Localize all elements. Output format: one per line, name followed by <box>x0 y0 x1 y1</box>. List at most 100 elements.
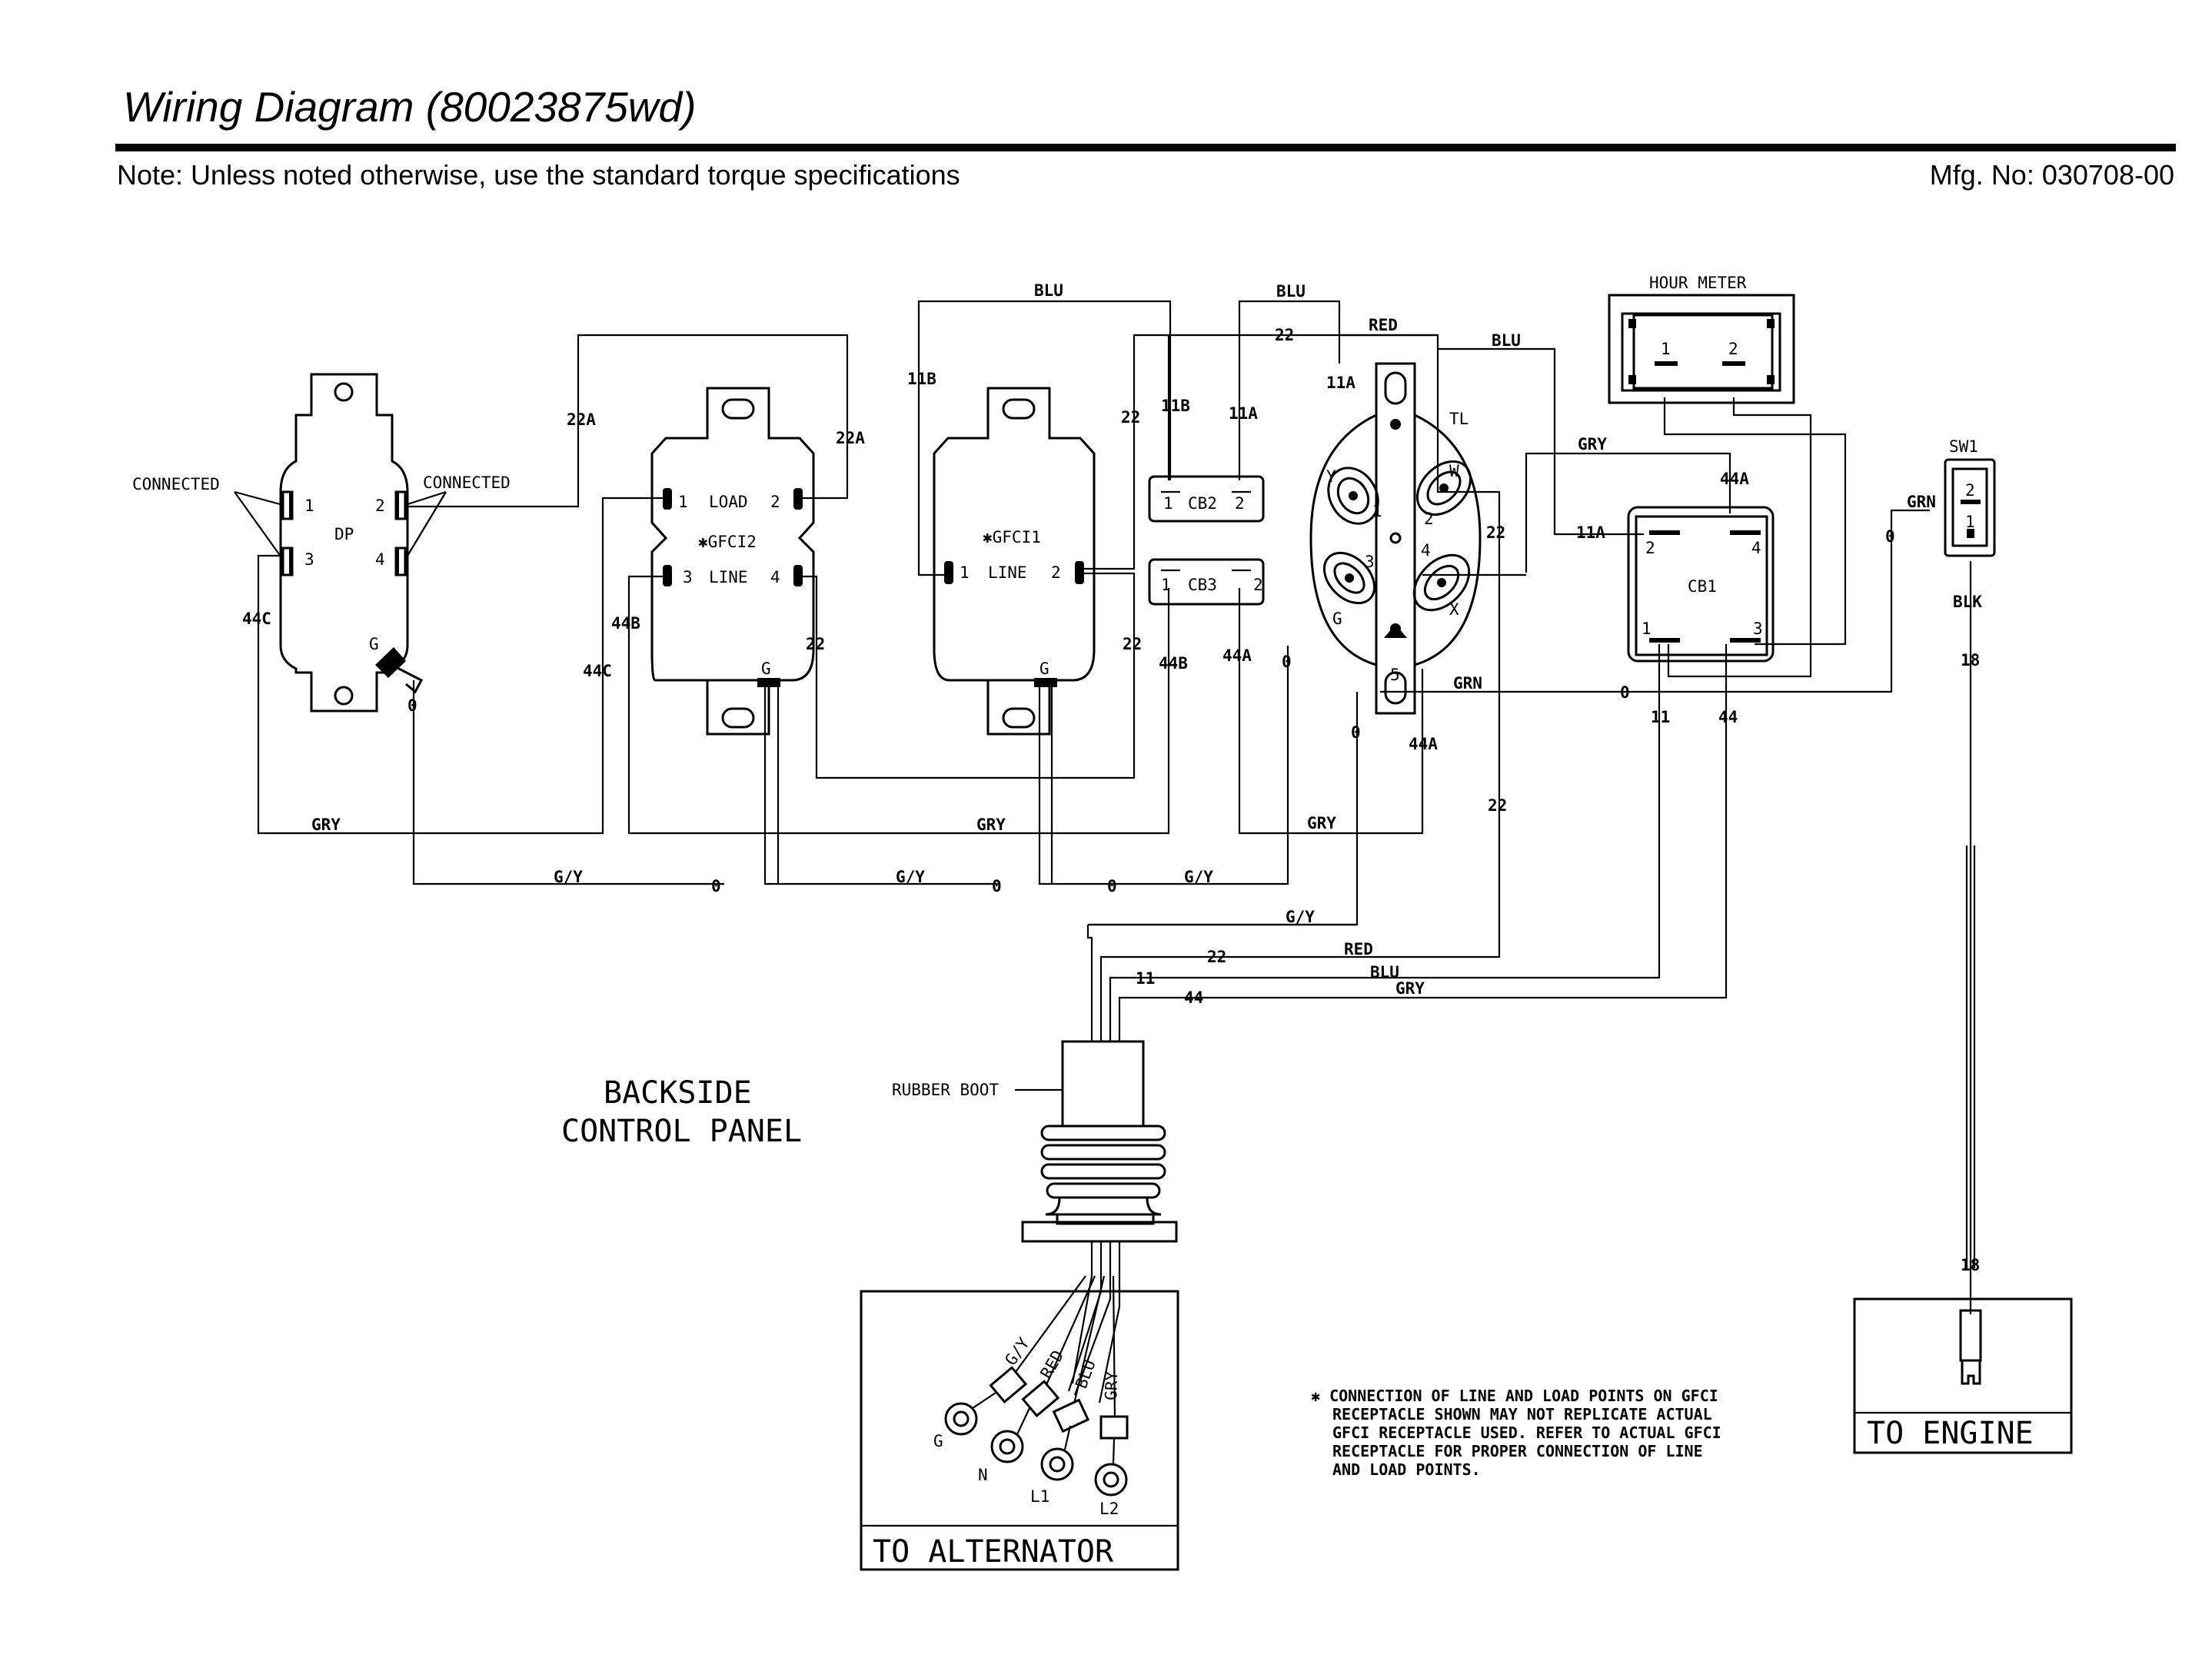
tl-pin-5: 5 <box>1390 666 1400 684</box>
wire-label-blk: BLK <box>1953 593 1982 611</box>
tl-receptacle: TL Y W G X 1 2 3 4 5 <box>1309 362 1482 715</box>
title-rule <box>115 144 2176 151</box>
wires <box>257 300 1976 1314</box>
cb2-name: CB2 <box>1188 494 1217 513</box>
wire-label-11b-b: 11B <box>1161 397 1190 415</box>
wire-label-44b-a: 44B <box>611 614 640 633</box>
mfg-number: Mfg. No: 030708-00 <box>1930 159 2174 191</box>
cb3-pin-1: 1 <box>1161 576 1171 594</box>
tl-pin-4: 4 <box>1421 541 1431 560</box>
sw1-switch: SW1 2 1 <box>1944 437 1996 557</box>
sw1-pin-1: 1 <box>1965 513 1975 531</box>
wire-label-44a-b: 44A <box>1409 735 1438 753</box>
wire-label-gry-e: GRY <box>1395 979 1425 998</box>
gfci2-pin-4: 4 <box>770 568 780 586</box>
cb3-name: CB3 <box>1188 576 1217 594</box>
gfci1-name: ✱GFCI1 <box>983 528 1041 546</box>
wire-label-22a-right: 22A <box>836 429 865 447</box>
dp-ground: G <box>369 635 379 653</box>
to-alternator-label: TO ALTERNATOR <box>873 1534 1114 1570</box>
wire-label-44c-b: 44C <box>583 662 612 680</box>
wire-label-gry-a: GRY <box>311 816 341 834</box>
gfci2-ground: G <box>761 659 771 678</box>
engine-box: TO ENGINE <box>1853 1297 2073 1454</box>
alt-wire-gy: G/Y <box>1001 1334 1033 1369</box>
tl-name: TL <box>1449 410 1469 428</box>
wire-label-11-horizontal: 11 <box>1136 969 1155 988</box>
wire-label-0-d: 0 <box>1107 877 1117 895</box>
hour-meter-pin-2: 2 <box>1728 340 1738 358</box>
wire-label-22-e: 22 <box>1486 523 1505 542</box>
wire-label-blu-a: BLU <box>1034 281 1063 300</box>
cb1-pin-2: 2 <box>1645 539 1655 557</box>
wire-label-44c-a: 44C <box>242 610 271 628</box>
wire-label-22-c: 22 <box>1123 635 1142 653</box>
wire-label-22-g: 22 <box>1207 948 1226 966</box>
wire-label-red-b: RED <box>1344 940 1373 958</box>
gfci1-pin-2: 2 <box>1051 563 1061 582</box>
wire-label-11b-a: 11B <box>907 370 936 388</box>
wire-label-0-g: 0 <box>1620 683 1630 702</box>
to-engine-label: TO ENGINE <box>1867 1416 2034 1451</box>
gfci2-name: ✱GFCI2 <box>698 533 757 551</box>
gfci-footnote: ✱ CONNECTION OF LINE AND LOAD POINTS ON … <box>1311 1387 1721 1479</box>
alt-wire-gry: GRY <box>1102 1370 1121 1400</box>
wire-label-blu-d: BLU <box>1370 963 1399 982</box>
wire-label-11a-a: 11A <box>1229 404 1258 423</box>
wire-label-44b-b: 44B <box>1159 654 1188 673</box>
tl-x: X <box>1449 600 1459 619</box>
alternator-box: TO ALTERNATOR G N L1 L2 G/Y RED BLU GRY <box>860 1275 1179 1571</box>
wire-label-11: 11 <box>1651 708 1670 726</box>
wire-label-gy-d: G/Y <box>1286 908 1315 926</box>
tl-pin-1: 1 <box>1372 502 1382 520</box>
wire-label-44a-c: 44A <box>1720 470 1749 488</box>
tl-w: W <box>1449 462 1459 480</box>
cb2-pin-2: 2 <box>1235 494 1245 513</box>
gfci2-pin-2: 2 <box>770 493 780 511</box>
gfci2-line-label: LINE <box>709 568 748 586</box>
wire-label-red-a: RED <box>1369 316 1398 334</box>
alt-wire-red: RED <box>1037 1347 1068 1382</box>
gfci2-receptacle: 1 LOAD 2 ✱GFCI2 3 LINE 4 G <box>650 387 815 736</box>
wire-label-blu-b: BLU <box>1276 282 1306 301</box>
wire-label-22-f: 22 <box>1488 796 1507 815</box>
page-title: Wiring Diagram (80023875wd) <box>123 83 696 131</box>
gfci2-load-label: LOAD <box>709 493 748 511</box>
wire-label-0-h: 0 <box>1885 527 1895 546</box>
dp-receptacle: 1 3 2 4 DP G CONNECTED CONNECTED <box>132 373 511 713</box>
hour-meter-pin-1: 1 <box>1661 340 1671 358</box>
wire-label-22a-left: 22A <box>567 410 596 429</box>
dp-pin-1: 1 <box>304 497 314 515</box>
wire-label-gry-c: GRY <box>1307 814 1336 832</box>
tl-pin-2: 2 <box>1424 510 1434 528</box>
terminal-l1: L1 <box>1030 1487 1049 1506</box>
gfci2-pin-3: 3 <box>683 568 693 586</box>
wire-label-44-horizontal: 44 <box>1184 988 1203 1007</box>
cb1-name: CB1 <box>1688 577 1717 596</box>
cb1-pin-4: 4 <box>1751 539 1761 557</box>
dp-name: DP <box>334 525 354 543</box>
rubber-boot-label: RUBBER BOOT <box>892 1081 999 1099</box>
gfci1-ground: G <box>1039 659 1049 678</box>
dp-pin-4: 4 <box>375 550 385 569</box>
cb2-pin-1: 1 <box>1163 494 1173 513</box>
cb2-breaker: 1 CB2 2 <box>1148 475 1265 523</box>
sw1-pin-2: 2 <box>1965 481 1975 500</box>
wire-label-22-d: 22 <box>1275 326 1294 344</box>
wire-label-grn-a: GRN <box>1453 674 1482 693</box>
wire-label-0-f: 0 <box>1351 723 1361 742</box>
footnote-line-5: AND LOAD POINTS. <box>1332 1460 1481 1479</box>
wire-label-blu-c: BLU <box>1492 331 1521 350</box>
tl-y: Y <box>1326 467 1336 486</box>
wire-label-gy-a: G/Y <box>554 868 583 886</box>
cb1-pin-1: 1 <box>1642 620 1652 638</box>
torque-note: Note: Unless noted otherwise, use the st… <box>117 159 960 191</box>
wire-label-44: 44 <box>1718 708 1738 726</box>
footnote-line-1: ✱ CONNECTION OF LINE AND LOAD POINTS ON … <box>1311 1387 1718 1405</box>
tl-pin-3: 3 <box>1365 553 1375 571</box>
wire-label-22-a: 22 <box>806 635 825 653</box>
wire-label-0-b: 0 <box>711 877 721 895</box>
wire-label-11a-b: 11A <box>1326 374 1355 392</box>
wire-label-44a-a: 44A <box>1222 646 1252 665</box>
wire-label-gry-b: GRY <box>976 816 1006 834</box>
